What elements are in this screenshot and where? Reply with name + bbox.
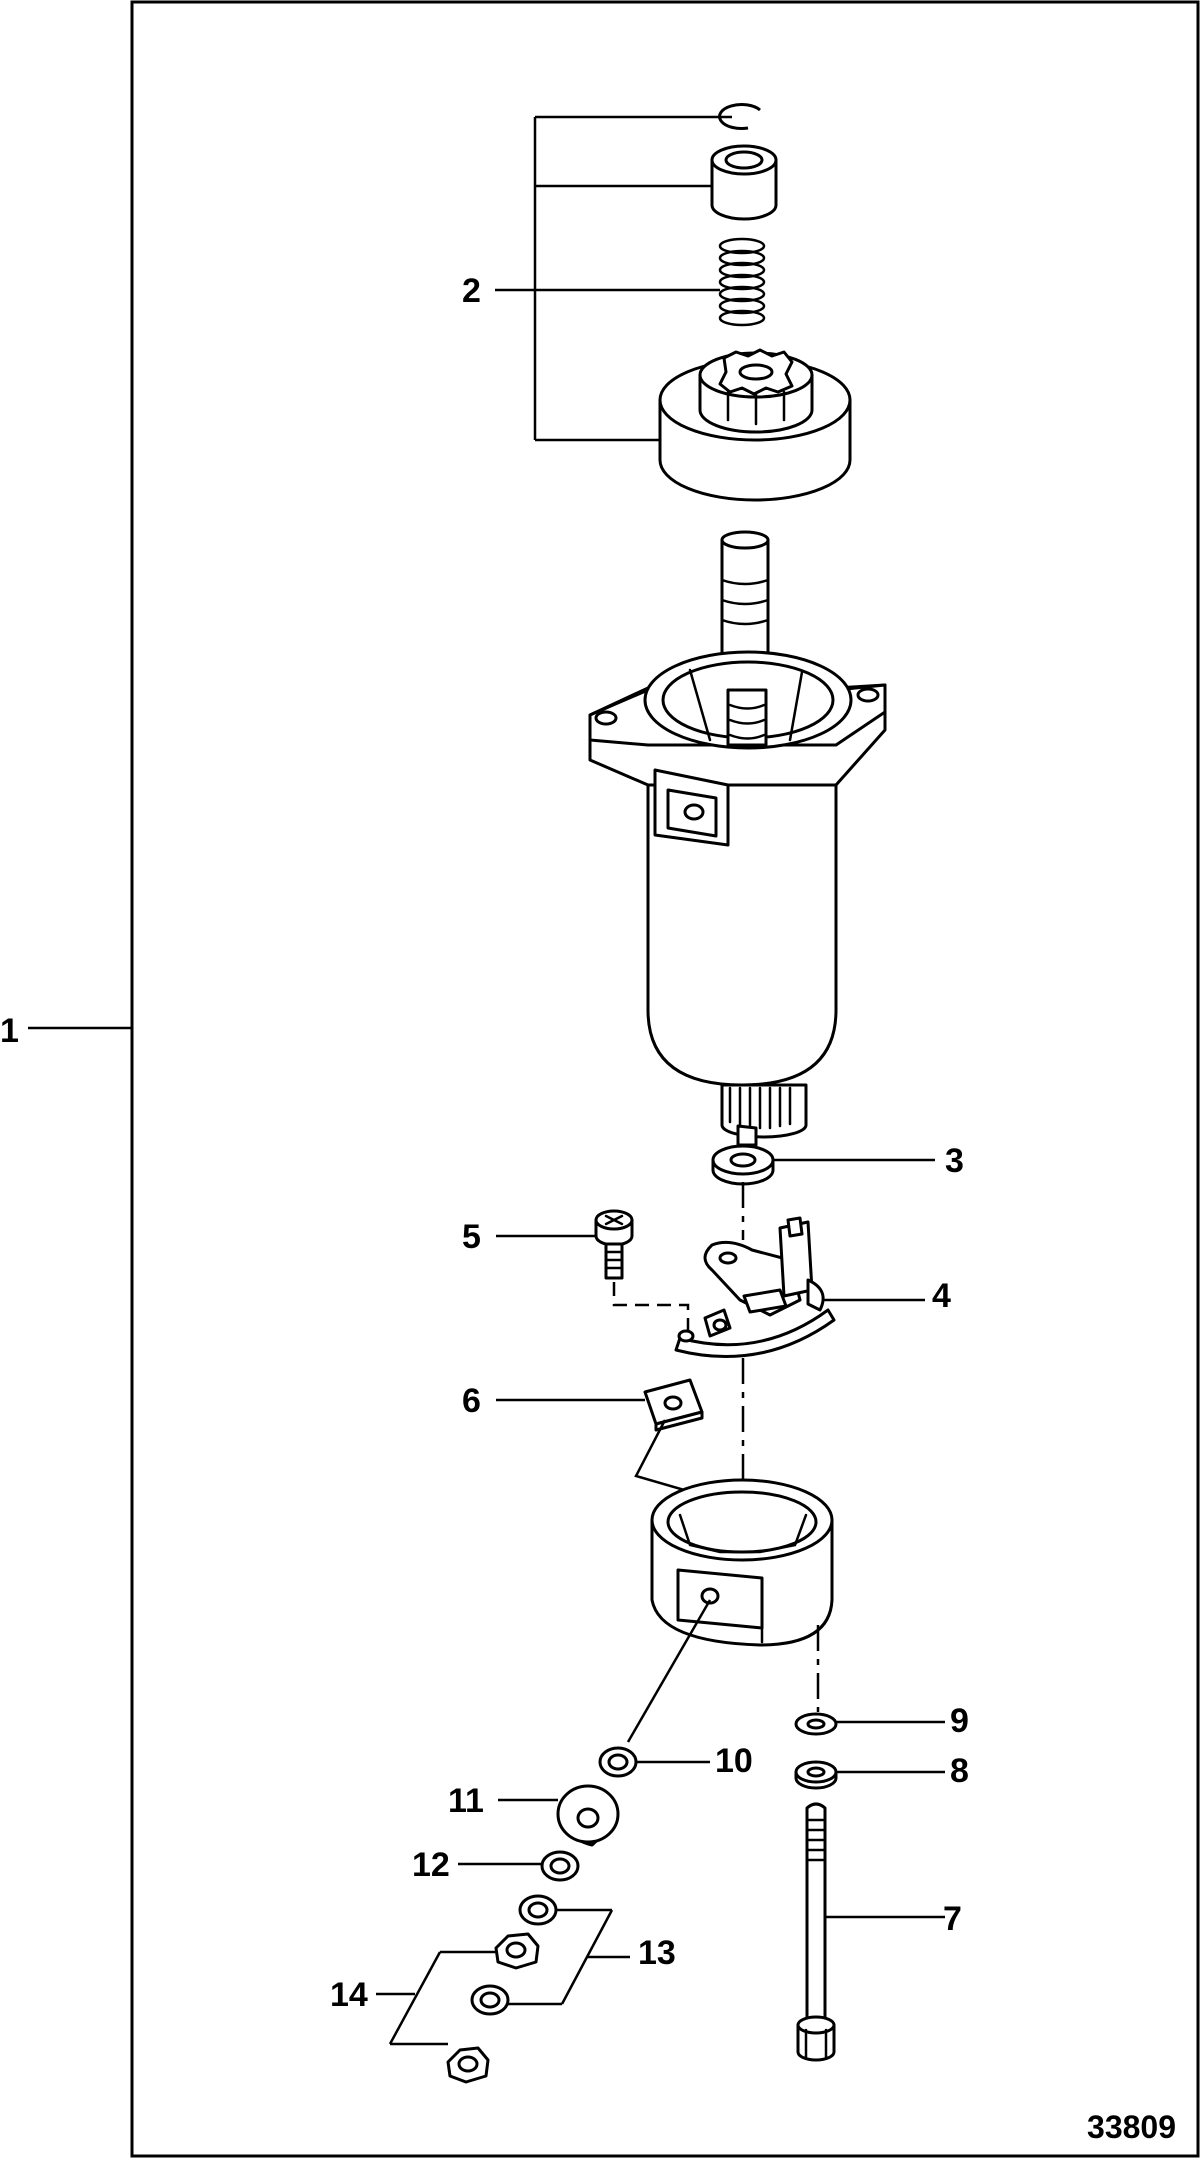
callout-1: 1: [0, 1012, 19, 1050]
retaining-ring: [718, 103, 761, 131]
callout-2: 2: [462, 272, 481, 310]
washer-8: [794, 1760, 838, 1790]
washer-10: [598, 1746, 638, 1778]
hex-nut-14-upper: [494, 1932, 540, 1970]
hole-alignment-line: [626, 1599, 712, 1743]
hex-nut-14-lower: [446, 2046, 490, 2084]
end-cap: [650, 1478, 834, 1647]
lock-washer-9: [794, 1712, 838, 1736]
callout-10: 10: [715, 1742, 753, 1780]
callout-4: 4: [932, 1277, 951, 1315]
callout-8: 8: [950, 1752, 969, 1790]
stop-collar: [710, 144, 778, 221]
callout-9: 9: [950, 1702, 969, 1740]
pinion-drive: [658, 348, 852, 502]
bracket-2: [495, 115, 732, 442]
callout-6: 6: [462, 1382, 481, 1420]
drive-spring: [718, 237, 766, 327]
square-nut: [643, 1378, 704, 1432]
lock-washer-13-upper: [518, 1894, 558, 1926]
drive-assembly-parts: [658, 103, 852, 502]
bracket-13: [508, 1908, 630, 2006]
callout-7: 7: [943, 1900, 962, 1938]
insulator-bushing: [556, 1784, 620, 1847]
brush-plate-screw: [594, 1209, 634, 1280]
callout-11: 11: [448, 1782, 484, 1820]
thrust-washer: [711, 1144, 775, 1186]
bracket-14: [376, 1950, 496, 2046]
screw-alignment-line: [612, 1282, 690, 1330]
callout-12: 12: [412, 1846, 450, 1884]
washer-12: [540, 1850, 580, 1882]
figure-number: 33809: [1087, 2109, 1176, 2145]
callout-14: 14: [330, 1976, 368, 2014]
callout-5: 5: [462, 1218, 481, 1256]
lock-washer-13-lower: [470, 1984, 510, 2016]
callout-13: 13: [638, 1934, 676, 1972]
assembly-frame: [130, 0, 1200, 2158]
through-bolt: [796, 1802, 836, 2062]
starter-motor-body: [588, 530, 887, 1147]
brush-plate: [674, 1216, 836, 1359]
callout-3: 3: [945, 1142, 964, 1180]
